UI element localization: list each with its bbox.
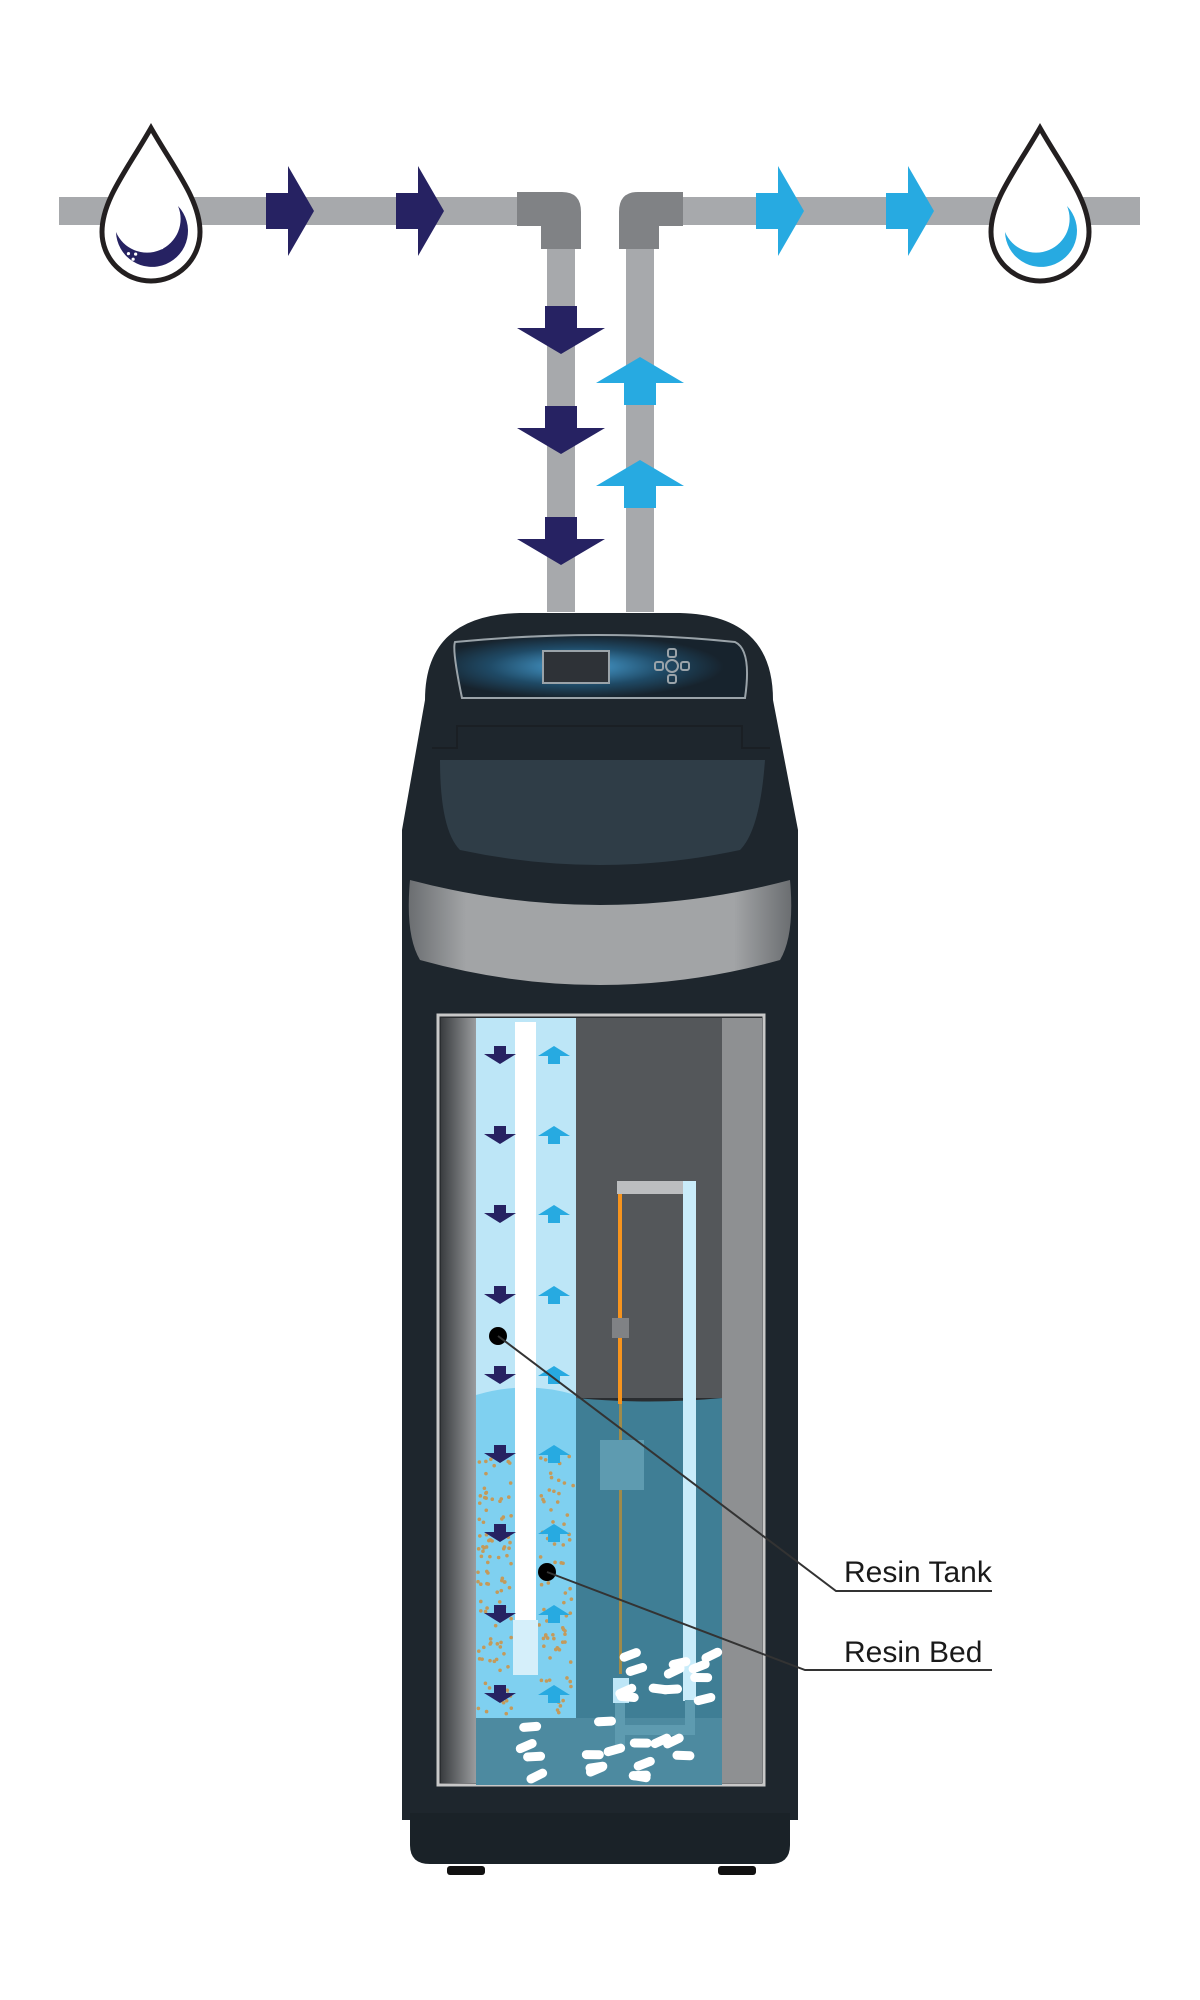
flow-arrow-right-icon <box>396 166 444 256</box>
small-up-arrow-icon <box>538 1205 570 1223</box>
flow-arrow-up-icon <box>596 460 684 508</box>
salt-pellet <box>693 1692 716 1706</box>
salt-pellet <box>581 1750 604 1760</box>
salt-pellet <box>672 1750 695 1761</box>
directional-pad-icon[interactable] <box>654 648 690 684</box>
small-up-arrow-icon <box>538 1524 570 1542</box>
resin-tank-label: Resin Tank <box>844 1556 993 1589</box>
soft-water-drop-icon <box>988 122 1092 284</box>
salt-pellet <box>625 1663 648 1676</box>
small-down-arrow-icon <box>484 1445 516 1463</box>
salt-pellet <box>526 1768 548 1784</box>
small-up-arrow-icon <box>538 1685 570 1703</box>
small-down-arrow-icon <box>484 1286 516 1304</box>
flow-arrow-right-icon <box>266 166 314 256</box>
salt-pellet <box>668 1657 691 1670</box>
small-down-arrow-icon <box>484 1605 516 1623</box>
salt-pellet <box>615 1683 637 1699</box>
salt-pellet <box>585 1762 607 1777</box>
resin-bed-label: Resin Bed <box>844 1636 982 1669</box>
salt-pellet <box>650 1733 672 1749</box>
small-up-arrow-icon <box>538 1046 570 1064</box>
small-up-arrow-icon <box>538 1126 570 1144</box>
salt-pellet <box>701 1647 723 1663</box>
flow-arrow-right-icon <box>756 166 804 256</box>
salt-pellet <box>603 1743 626 1757</box>
flow-arrow-down-icon <box>517 406 605 454</box>
small-down-arrow-icon <box>484 1685 516 1703</box>
flow-arrow-up-icon <box>596 357 684 405</box>
resin-tank <box>476 1018 576 1718</box>
salt-pellet <box>633 1756 655 1771</box>
salt-pellet <box>519 1721 542 1732</box>
salt-pellet <box>515 1738 537 1754</box>
display-screen <box>542 650 610 684</box>
flow-arrow-right-icon <box>886 166 934 256</box>
small-up-arrow-icon <box>538 1605 570 1623</box>
salt-pellet <box>523 1751 546 1762</box>
small-down-arrow-icon <box>484 1126 516 1144</box>
salt-pellet <box>690 1673 713 1683</box>
salt-pellet <box>594 1716 617 1727</box>
salt-pellet <box>688 1659 710 1674</box>
small-up-arrow-icon <box>538 1286 570 1304</box>
small-down-arrow-icon <box>484 1205 516 1223</box>
salt-pellet <box>629 1738 652 1748</box>
softener-unit <box>402 613 798 1875</box>
salt-pellet <box>648 1683 671 1695</box>
resin-tank-callout: Resin Tank <box>489 1327 993 1592</box>
flow-arrow-down-icon <box>517 306 605 354</box>
small-down-arrow-icon <box>484 1046 516 1064</box>
small-down-arrow-icon <box>484 1524 516 1542</box>
small-up-arrow-icon <box>538 1445 570 1463</box>
small-up-arrow-icon <box>538 1366 570 1384</box>
resin-bed-callout: Resin Bed <box>538 1563 992 1671</box>
small-down-arrow-icon <box>484 1366 516 1384</box>
hard-water-drop-icon <box>99 122 203 284</box>
salt-pellet <box>619 1648 641 1662</box>
flow-arrow-down-icon <box>517 517 605 565</box>
salt-pellet <box>663 1733 684 1749</box>
salt-pellet <box>628 1770 651 1781</box>
